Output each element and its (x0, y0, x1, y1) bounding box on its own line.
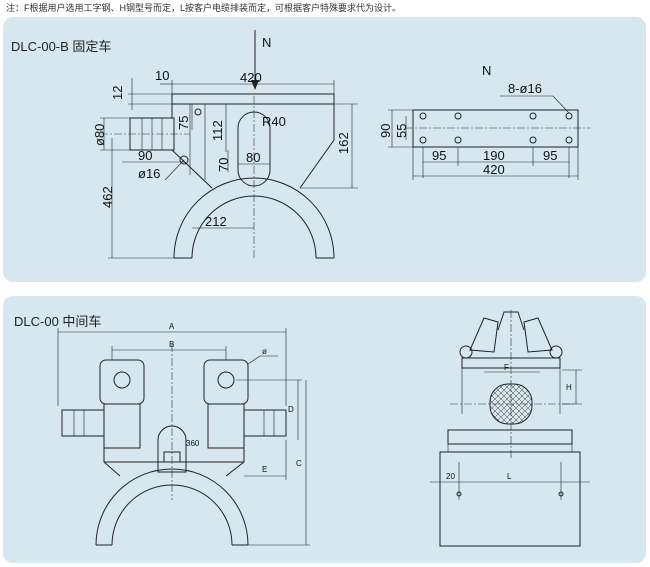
dim-b: B (169, 340, 174, 349)
dim-c: C (296, 459, 302, 468)
wheel-left (99, 359, 145, 405)
dim-55: 55 (394, 124, 409, 138)
outer-arc-mid (95, 468, 249, 546)
dim-phi: ø (262, 347, 267, 356)
wheel-leg-left (469, 317, 499, 353)
fixed-trolley-plate-view: N 8-ø16 90 55 95 190 95 420 (378, 63, 590, 180)
middle-trolley-front-view: A B ø D 360 (57, 322, 310, 546)
dim-f: F (504, 363, 509, 372)
dim-112: 112 (210, 120, 225, 141)
arm-left (103, 403, 141, 449)
roller-left-mid (61, 409, 105, 437)
dim-h: H (566, 383, 572, 392)
label-n-front: N (262, 35, 271, 50)
centre-bracket (157, 425, 187, 473)
label-n-plate: N (482, 63, 491, 78)
dim-90-front: 90 (138, 148, 152, 163)
wheel-right (203, 359, 249, 405)
bracket-top (447, 429, 573, 445)
inner-arc (191, 195, 317, 259)
dim-d: D (288, 405, 294, 414)
dim-80-slot: 80 (246, 150, 260, 165)
top-plate (171, 93, 335, 105)
middle-trolley-side-view: F H 20 L (430, 310, 590, 547)
dim-162: 162 (336, 132, 351, 154)
body-outline (171, 104, 335, 189)
dim-a: A (169, 322, 175, 331)
dim-190: 190 (483, 148, 505, 163)
dim-420-front: 420 (240, 70, 262, 85)
panel-fixed-trolley (3, 17, 646, 282)
title-middle-trolley: DLC-00 中间车 (14, 314, 102, 329)
load-arrow-head (251, 80, 259, 90)
dim-10: 10 (155, 68, 169, 83)
bracket-body (439, 451, 581, 547)
dim-12: 12 (110, 86, 125, 100)
roller-right-mid (243, 409, 287, 437)
dim-8-holes: 8-ø16 (508, 81, 542, 96)
outer-arc (173, 177, 335, 259)
dim-90-plate: 90 (378, 124, 393, 138)
dim-95-left: 95 (432, 148, 446, 163)
dim-r40: R40 (262, 114, 286, 129)
dim-16-hole: ø16 (138, 166, 160, 181)
slot-r40 (237, 111, 271, 187)
dim-462: 462 (100, 186, 115, 208)
title-fixed-trolley: DLC-00-B 固定车 (11, 39, 112, 54)
arm-right (207, 403, 245, 449)
dim-212: 212 (205, 214, 227, 229)
dim-95-right: 95 (543, 148, 557, 163)
hole-top (194, 108, 202, 116)
dim-70: 70 (216, 158, 231, 172)
dim-80-dia: ø80 (92, 124, 107, 146)
dim-75: 75 (176, 116, 191, 130)
dim-e: E (262, 465, 267, 474)
fixed-trolley-front-view: N 420 10 12 75 (92, 30, 358, 260)
wheel-leg-right (523, 317, 553, 353)
dim-360: 360 (186, 439, 200, 448)
mounting-plate (412, 109, 579, 148)
hole-16 (179, 155, 189, 165)
inner-arc-mid (111, 484, 233, 546)
dim-420-plate: 420 (483, 162, 505, 177)
footnote: 注：F根据用户选用工字钢、H钢型号而定，L按客户电缆排装而定，可根据客户特殊要求… (6, 3, 402, 13)
dim-l: L (507, 472, 512, 481)
dim-20: 20 (446, 472, 455, 481)
